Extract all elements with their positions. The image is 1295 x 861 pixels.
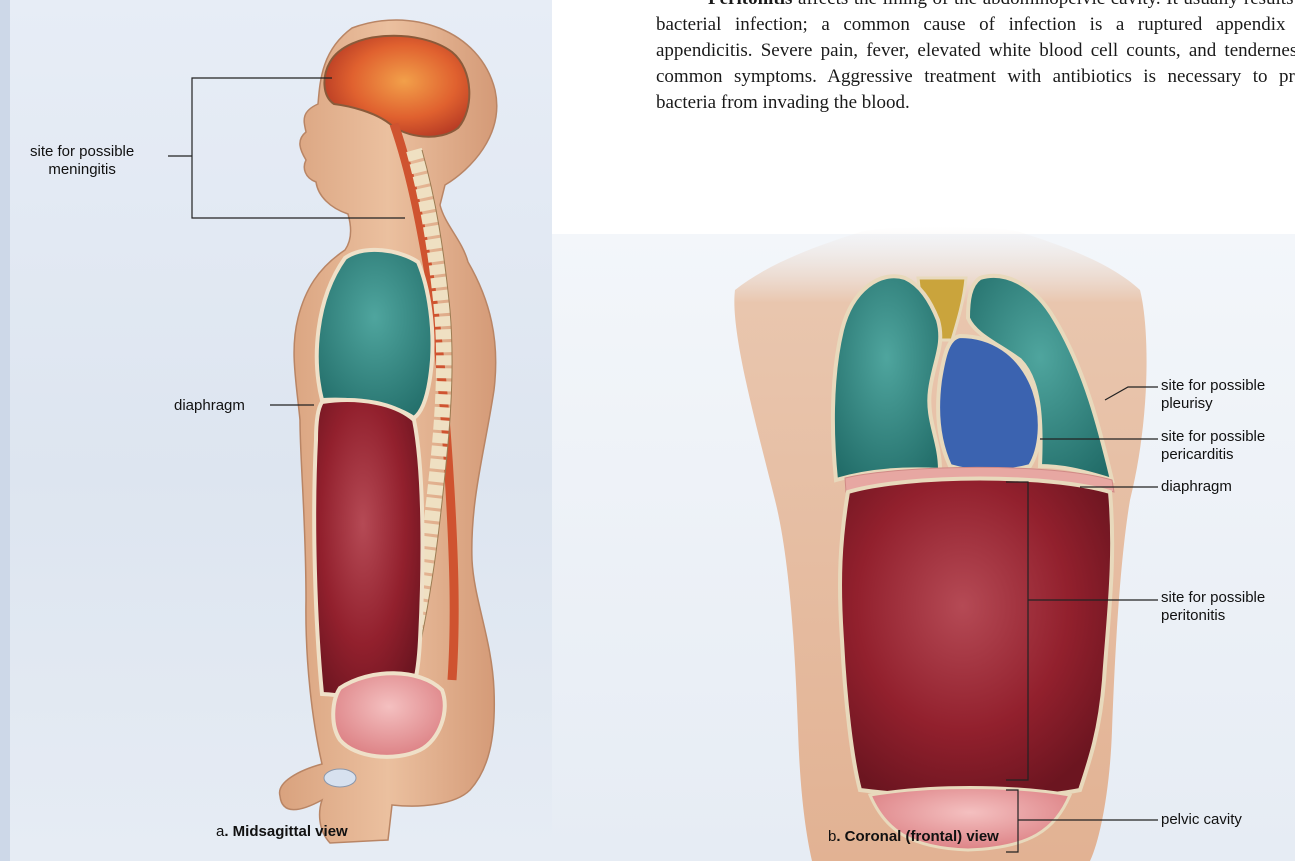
abdominal-cavity-b — [840, 479, 1112, 798]
lung-left — [833, 276, 940, 480]
caption-a-title: . Midsagittal view — [224, 823, 347, 840]
caption-figure-b: b. Coronal (frontal) view — [828, 828, 999, 845]
abdominal-cavity — [314, 400, 422, 710]
label-diaphragm-a: diaphragm — [174, 397, 245, 415]
label-meningitis: site for possible meningitis — [30, 143, 134, 179]
label-pleurisy: site for possible pleurisy — [1161, 377, 1265, 413]
label-diaphragm-b: diaphragm — [1161, 478, 1232, 496]
caption-b-title: . Coronal (frontal) view — [836, 828, 999, 845]
bladder-marker — [324, 769, 356, 787]
caption-figure-a: a. Midsagittal view — [216, 823, 348, 840]
thoracic-cavity — [317, 250, 433, 418]
label-peritonitis: site for possible peritonitis — [1161, 589, 1265, 625]
midsagittal-body — [280, 20, 497, 843]
coronal-torso — [734, 227, 1146, 861]
label-pelvic-cavity: pelvic cavity — [1161, 811, 1242, 829]
label-pericarditis: site for possible pericarditis — [1161, 428, 1265, 464]
pelvic-cavity — [333, 673, 445, 757]
